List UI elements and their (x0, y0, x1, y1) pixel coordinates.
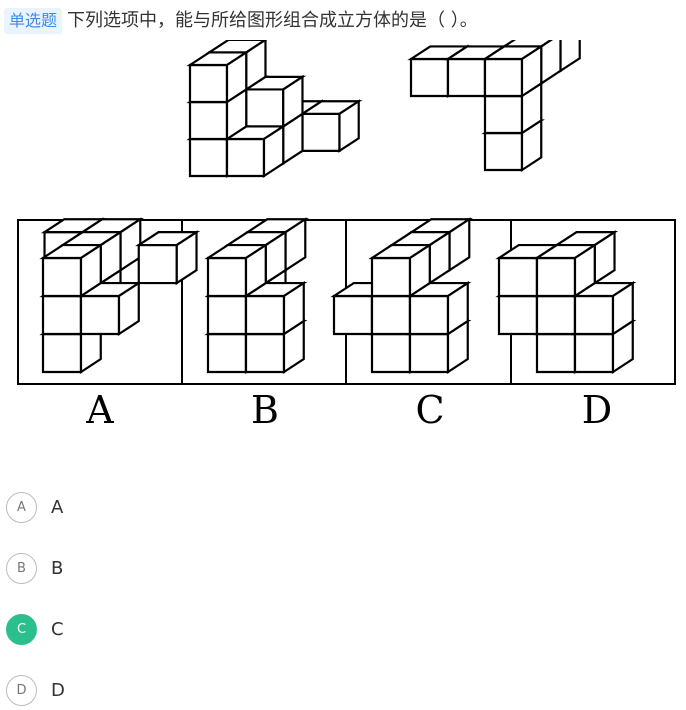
piece-1-cube (298, 99, 363, 153)
option-b-radio[interactable]: B (6, 552, 37, 584)
panel-b-cube (242, 281, 308, 337)
question-stem: 下列选项中，能与所给图形组合成立方体的是（ ）。 (67, 10, 478, 31)
option-a-radio[interactable]: A (6, 491, 37, 523)
option-b[interactable]: B B (6, 551, 63, 585)
panel-c-cube (368, 243, 434, 299)
panel-c-cube (406, 281, 472, 337)
panel-a-cube (135, 230, 201, 286)
panel-letter-d: D (582, 388, 612, 432)
question-header: 单选题 下列选项中，能与所给图形组合成立方体的是（ ）。 (4, 7, 478, 35)
option-c[interactable]: C C (6, 612, 64, 646)
option-a[interactable]: A A (6, 490, 63, 524)
option-d-radio[interactable]: D (6, 674, 37, 706)
given-pieces (186, 40, 581, 179)
question-figure: A B C D (17, 40, 676, 432)
panel-letter-c: C (415, 388, 444, 432)
option-d[interactable]: D D (6, 673, 65, 707)
piece-1-cube (242, 74, 307, 129)
panel-c-cube (406, 319, 472, 375)
question-type-tag: 单选题 (4, 8, 63, 34)
piece-1-cube (223, 124, 287, 179)
option-b-label: B (51, 557, 64, 579)
option-c-label: C (51, 618, 64, 640)
piece-2-cube (481, 44, 545, 99)
option-panels (39, 217, 637, 375)
panel-b-cube (204, 243, 270, 299)
option-d-label: D (51, 679, 65, 701)
panel-a-cube (39, 243, 105, 299)
piece-1-cube (186, 50, 250, 105)
panel-d-cube (533, 243, 599, 299)
option-a-label: A (51, 496, 64, 518)
panel-a-cube (77, 281, 143, 337)
panel-letter-b: B (251, 388, 279, 432)
panel-letter-a: A (85, 388, 114, 432)
option-c-radio[interactable]: C (6, 613, 37, 645)
